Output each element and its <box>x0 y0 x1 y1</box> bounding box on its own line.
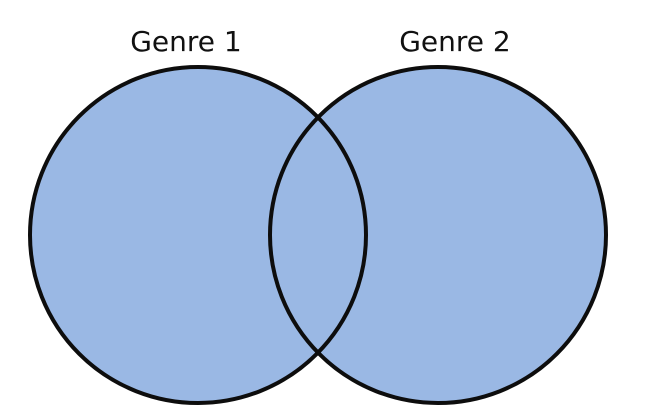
set-1-circle <box>28 65 368 405</box>
set-2-label: Genre 2 <box>399 25 511 58</box>
set-1-label: Genre 1 <box>130 25 242 58</box>
set-2-circle <box>268 65 608 405</box>
set-2-fill <box>270 67 606 403</box>
set-1-fill <box>30 67 366 403</box>
